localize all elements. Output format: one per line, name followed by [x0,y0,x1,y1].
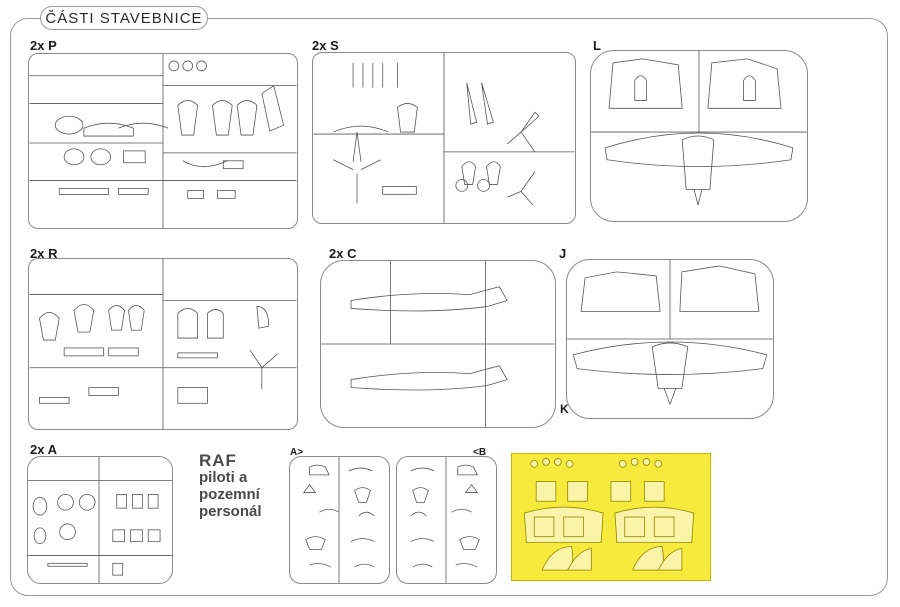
sprue-s-drawing [313,53,575,223]
sprue-k-label: K [560,402,569,416]
crew-note-line3: pozemní [199,486,260,503]
sprue-c-label: 2x C [329,246,357,261]
page-frame [10,18,888,596]
figure-sprue-a-drawing [302,457,375,583]
sprue-j-drawing [567,260,773,406]
sprue-a-drawing [28,457,172,583]
sprue-s [312,52,576,224]
sprue-p [28,53,298,229]
sprue-r-label: 2x R [30,246,58,261]
sprue-l-drawing [591,51,807,206]
figure-sprue-b [396,456,497,584]
canopy-mask-sheet [511,453,711,581]
sprue-p-label: 2x P [30,38,57,53]
canopy-mask-drawing [523,458,695,571]
sprue-r [28,258,298,430]
sprue-l-label: L [593,38,601,53]
sprue-c [320,260,556,428]
crew-note-line4: personál [199,503,262,520]
sprue-j [566,259,774,419]
sprue-a-label: 2x A [30,442,57,457]
figure-sprue-b-drawing [410,457,480,583]
figure-sprue-a-label: A> [290,447,304,458]
sprue-r-drawing [29,259,297,429]
crew-note: RAF piloti a pozemní personál [199,452,289,520]
sprue-c-drawing [321,261,555,427]
crew-note-line1: RAF [199,451,237,470]
page-title: ČÁSTI STAVEBNICE [40,6,208,30]
sprue-l [590,50,808,222]
sprue-p-drawing [29,54,297,228]
sprue-a [27,456,173,584]
sprue-j-label: J [559,246,567,261]
figure-sprue-a [289,456,390,584]
crew-note-line2: piloti a [199,469,248,486]
sprue-s-label: 2x S [312,38,339,53]
figure-sprue-b-label: <B [473,447,487,458]
